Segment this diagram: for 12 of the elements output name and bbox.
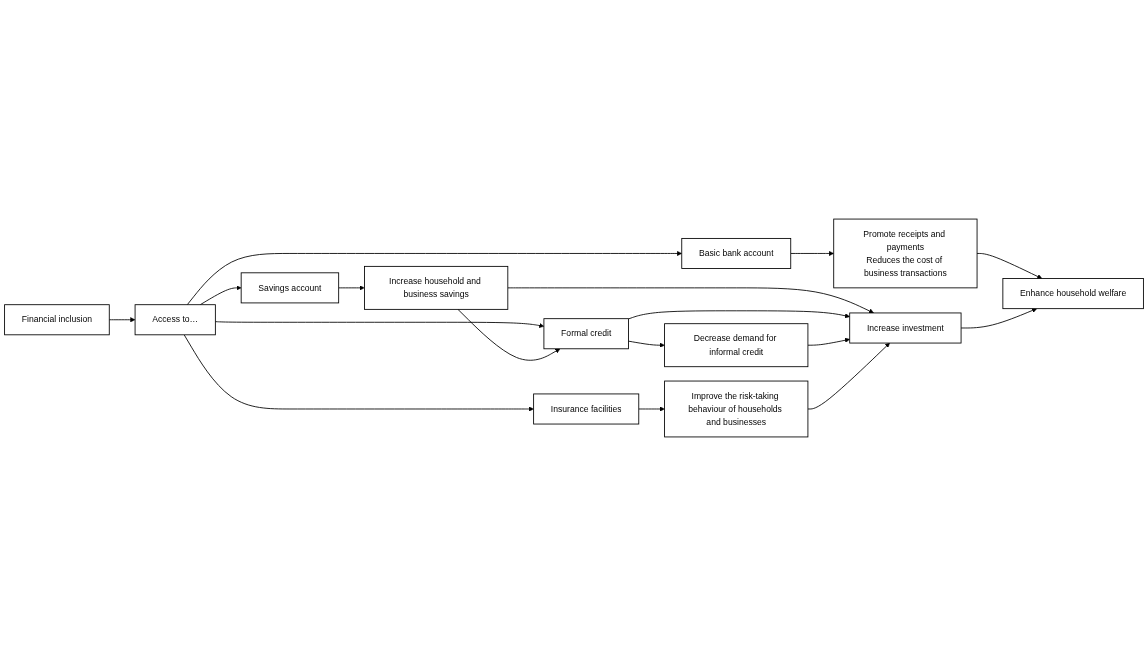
node-box: Savings account	[240, 272, 340, 304]
node-box: Financial inclusion	[4, 304, 110, 336]
node-box: Access to…	[134, 304, 216, 336]
node-box: Improve the risk-taking behaviour of households and businesses	[664, 380, 809, 438]
node-box: Enhance household welfare	[1002, 278, 1144, 310]
node-box: Increase investment	[849, 312, 962, 344]
node-box: Insurance facilities	[533, 393, 640, 425]
node-box: Formal credit	[543, 318, 629, 350]
node-box: Promote receipts and payments Reduces the cost of business transactions	[833, 218, 978, 289]
node-box: Decrease demand for informal credit	[664, 323, 809, 368]
node-box: Basic bank account	[681, 238, 792, 269]
node-box: Increase household and business savings	[364, 265, 509, 310]
